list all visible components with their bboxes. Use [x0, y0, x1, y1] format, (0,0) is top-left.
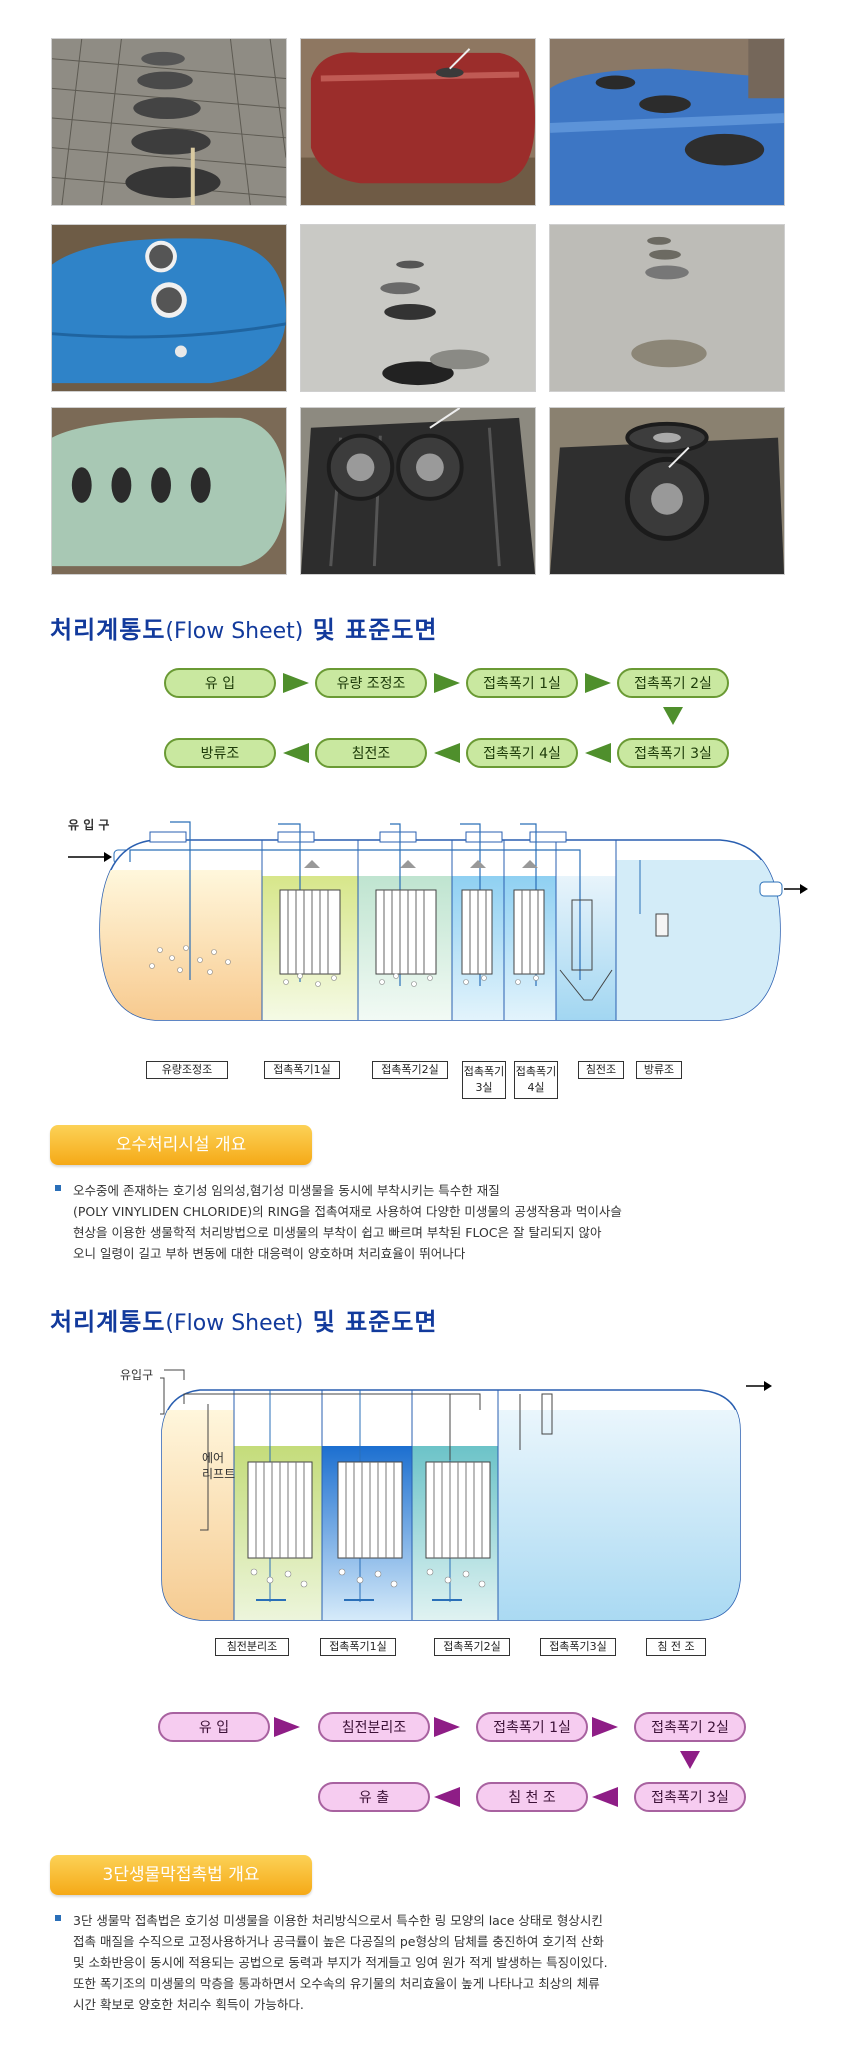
flow1-aeration-2: 접촉폭기 2실 [617, 668, 729, 698]
overview1-banner: 오수처리시설 개요 [50, 1125, 312, 1165]
arrow-left-icon [434, 1787, 460, 1807]
arrow-right-icon [434, 1717, 460, 1737]
airlift-label: 에어 리프트 [202, 1451, 236, 1481]
photo-blue-tank-side [51, 224, 287, 392]
flow1-sedimentation: 침전조 [315, 738, 427, 768]
flow1-aeration-1: 접촉폭기 1실 [466, 668, 578, 698]
flow2-aeration-3: 접촉폭기 3실 [634, 1782, 746, 1812]
flow2-aeration-1: 접촉폭기 1실 [476, 1712, 588, 1742]
flow2-aeration-2: 접촉폭기 2실 [634, 1712, 746, 1742]
overview1-text: 오수중에 존재하는 호기성 임의성,혐기성 미생물을 동시에 부착시키는 특수한… [55, 1180, 745, 1264]
photo-concrete-manholes-far [549, 224, 785, 392]
arrow-right-icon [283, 673, 309, 693]
tank2-label-sedimentation: 침 전 조 [646, 1638, 706, 1656]
flow2-sedimentation: 침 천 조 [476, 1782, 588, 1812]
tank2-label-aeration-3: 접촉폭기3실 [540, 1638, 616, 1656]
section1-title: 처리계통도(Flow Sheet) 및 표준도면 [50, 616, 438, 644]
flow1-flow-equalization: 유량 조정조 [315, 668, 427, 698]
section2-title: 처리계통도(Flow Sheet) 및 표준도면 [50, 1308, 438, 1336]
photo-tank-manholes-rebar [51, 38, 287, 206]
photo-blue-tank-manholes [549, 38, 785, 206]
photo-red-tank [300, 38, 536, 206]
flow2-inflow: 유 입 [158, 1712, 270, 1742]
tank2-label-aeration-1: 접촉폭기1실 [320, 1638, 396, 1656]
overview2-banner: 3단생물막접촉법 개요 [50, 1855, 312, 1895]
flow1-inflow: 유 입 [164, 668, 276, 698]
arrow-right-icon [592, 1717, 618, 1737]
arrow-right-icon [274, 1717, 300, 1737]
bullet-icon [55, 1185, 61, 1191]
arrow-down-icon [663, 707, 683, 725]
arrow-left-icon [585, 743, 611, 763]
tank1-label-aeration-2: 접촉폭기2실 [372, 1061, 448, 1079]
overview2-text: 3단 생물막 접촉법은 호기성 미생물을 이용한 처리방식으로서 특수한 링 모… [55, 1910, 755, 2015]
inlet-label: 유 입 구 [68, 818, 110, 832]
arrow-right-icon [434, 673, 460, 693]
photo-green-tank-openings [51, 407, 287, 575]
arrow-left-icon [283, 743, 309, 763]
photo-black-tank-close [549, 407, 785, 575]
tank-diagram-1 [68, 821, 808, 1021]
arrow-down-icon [680, 1751, 700, 1769]
bullet-icon [55, 1915, 61, 1921]
flow2-outflow: 유 출 [318, 1782, 430, 1812]
tank1-label-sedimentation: 침전조 [578, 1061, 624, 1079]
flow1-discharge: 방류조 [164, 738, 276, 768]
inlet-label-2: 유입구 [120, 1368, 154, 1382]
tank-diagram-2 [160, 1369, 772, 1621]
arrow-left-icon [434, 743, 460, 763]
arrow-left-icon [592, 1787, 618, 1807]
photo-concrete-manholes [300, 224, 536, 392]
arrow-right-icon [585, 673, 611, 693]
tank2-label-aeration-2: 접촉폭기2실 [434, 1638, 510, 1656]
tank1-label-aeration-4: 접촉폭기 4실 [514, 1061, 558, 1099]
flow1-aeration-4: 접촉폭기 4실 [466, 738, 578, 768]
tank1-label-flow-equalization: 유량조정조 [146, 1061, 228, 1079]
tank1-label-discharge: 방류조 [636, 1061, 682, 1079]
photo-black-tank-rings [300, 407, 536, 575]
tank1-label-aeration-3: 접촉폭기 3실 [462, 1061, 506, 1099]
flow2-separation: 침전분리조 [318, 1712, 430, 1742]
tank2-label-separation: 침전분리조 [215, 1638, 289, 1656]
tank1-label-aeration-1: 접촉폭기1실 [264, 1061, 340, 1079]
flow1-aeration-3: 접촉폭기 3실 [617, 738, 729, 768]
